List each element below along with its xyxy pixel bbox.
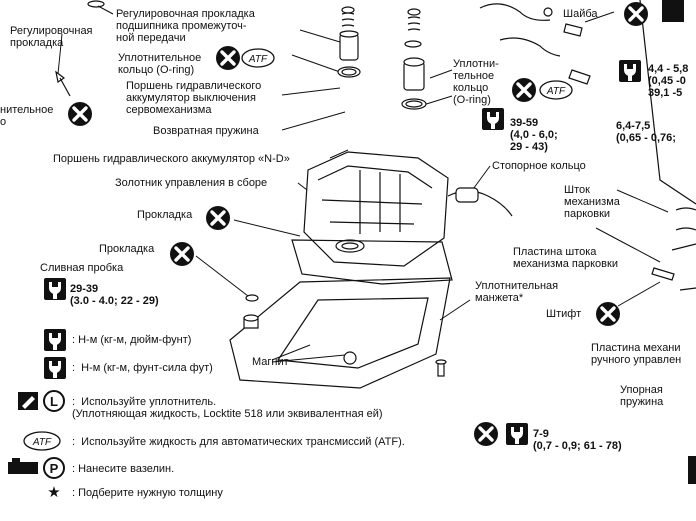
- legend-nm-inch: : Н-м (кг-м, дюйм-фунт): [72, 334, 192, 346]
- petroleum-icon-text: P: [50, 461, 59, 476]
- label-manual-plate: Пластина механи ручного управлен: [591, 342, 682, 366]
- parking-mechanism: [639, 0, 696, 484]
- do-not-reuse-icon: [510, 76, 538, 104]
- label-seal-cuff: Уплотнительная манжета*: [475, 280, 559, 304]
- label-thrust-spring: Упорная пружина: [620, 384, 664, 408]
- torque-value: 7-9 (0,7 - 0,9; 61 - 78): [533, 428, 622, 452]
- locktite-icon-text: L: [50, 394, 58, 409]
- legend-nm-foot: : Н-м (кг-м, фунт-сила фут): [72, 362, 213, 374]
- atf-icon-text: ATF: [32, 437, 52, 448]
- shim-parts: [55, 0, 105, 97]
- torque-value: 4,4 - 5,8 (0,45 -0 39,1 -5: [648, 63, 689, 99]
- label-piston-accumulator: Поршень гидравлического аккумулятор выкл…: [126, 80, 262, 116]
- sealant-icon: [18, 390, 65, 412]
- label-park-rod: Шток механизма парковки: [564, 184, 620, 220]
- control-valve-body: [303, 151, 513, 267]
- torque-wrench-icon: [44, 357, 66, 379]
- do-not-reuse-icon: [622, 0, 650, 28]
- torque-wrench-icon: [44, 278, 66, 300]
- label-gasket-2: Прокладка: [99, 243, 155, 255]
- label-o-ring-left: Уплотнительное кольцо (O-ring): [118, 52, 202, 76]
- label-adjusting-shim: Регулировочная прокладка: [10, 25, 93, 49]
- label-gasket-1: Прокладка: [137, 209, 193, 221]
- label-piston-nd: Поршень гидравлического аккумулятор «N-D…: [53, 153, 290, 165]
- label-washer: Шайба: [563, 8, 598, 20]
- torque-value: 39-59 (4,0 - 6,0; 29 - 43): [510, 117, 558, 153]
- do-not-reuse-icon: [66, 100, 94, 128]
- do-not-reuse-icon: [594, 300, 622, 328]
- legend-atf: : Используйте жидкость для автоматически…: [72, 436, 405, 448]
- oil-pan: [229, 239, 453, 389]
- do-not-reuse-icon: [472, 420, 500, 448]
- leader-lines: [57, 5, 669, 363]
- legend-select-thickness: : Подберите нужную толщину: [72, 487, 223, 499]
- torque-value: 6,4-7,5 (0,65 - 0,76;: [616, 120, 676, 144]
- label-o-ring-right: Уплотни- тельное кольцо (O-ring): [453, 58, 499, 106]
- label-partial-left: нительное о: [0, 104, 54, 128]
- label-pin: Штифт: [546, 308, 582, 320]
- label-bearing-shim: Регулировочная прокладка подшипника пром…: [116, 8, 255, 44]
- torque-wrench-icon: [506, 423, 528, 445]
- label-retaining-ring: Стопорное кольцо: [492, 160, 586, 172]
- label-park-rod-plate: Пластина штока механизма парковки: [513, 246, 618, 270]
- atf-icon-text: ATF: [546, 86, 566, 97]
- torque-wrench-icon: [619, 60, 641, 82]
- label-control-valve: Золотник управления в сборе: [115, 177, 268, 189]
- torque-wrench-icon: [44, 329, 66, 351]
- legend-sealant: : Используйте уплотнитель. (Уплотняющая …: [72, 396, 383, 420]
- label-return-spring: Возвратная пружина: [153, 125, 259, 137]
- torque-value: 29-39 (3.0 - 4.0; 22 - 29): [70, 283, 159, 307]
- do-not-reuse-icon: [168, 240, 196, 268]
- label-magnet: Магнит: [252, 356, 289, 368]
- torque-wrench-icon: [482, 108, 504, 130]
- atf-icon: [23, 48, 573, 451]
- label-drain-plug: Сливная пробка: [40, 262, 124, 274]
- vaseline-icon: [8, 457, 65, 479]
- accumulator-parts: [337, 6, 427, 110]
- do-not-reuse-icon: [214, 44, 242, 72]
- do-not-reuse-icon: [204, 204, 232, 232]
- select-thickness-icon: ★: [47, 484, 60, 501]
- legend-vaseline: : Нанесите вазелин.: [72, 463, 175, 475]
- atf-icon-text: ATF: [248, 54, 268, 65]
- fasteners: [243, 3, 696, 377]
